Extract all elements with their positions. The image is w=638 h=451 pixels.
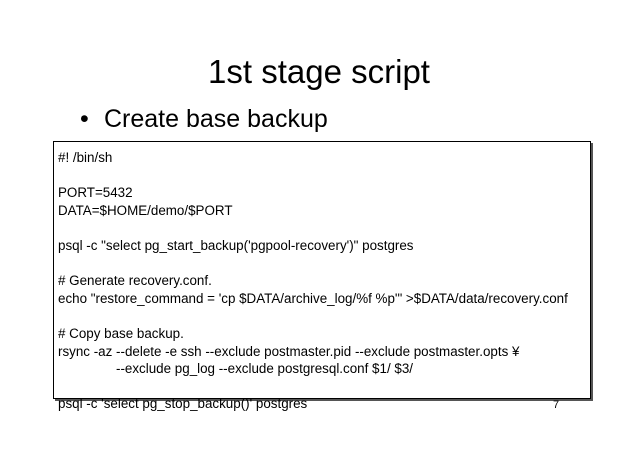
page-number: 7 <box>553 399 560 411</box>
code-block: #! /bin/sh PORT=5432 DATA=$HOME/demo/$PO… <box>53 141 591 411</box>
code-line <box>58 167 590 185</box>
bullet-icon: • <box>80 105 89 133</box>
code-line: # Generate recovery.conf. <box>58 273 212 289</box>
code-line <box>58 255 590 273</box>
code-line: psql -c 'select pg_stop_backup()' postgr… <box>58 396 308 412</box>
code-line: #! /bin/sh <box>58 150 113 165</box>
code-line: --exclude pg_log --exclude postgresql.co… <box>116 361 414 377</box>
code-line: # Copy base backup. <box>58 325 184 341</box>
code-line: PORT=5432 <box>58 185 133 201</box>
code-line: psql -c "select pg_start_backup('pgpool-… <box>58 237 414 253</box>
code-line <box>58 219 590 237</box>
code-line <box>58 378 590 396</box>
code-line <box>58 307 590 325</box>
bullet-text: Create base backup <box>104 105 328 133</box>
slide-title: 1st stage script <box>208 53 430 90</box>
code-line: echo "restore_command = 'cp $DATA/archiv… <box>58 290 568 306</box>
bullet-item: • Create base backup <box>80 104 328 134</box>
code-line: DATA=$HOME/demo/$PORT <box>58 202 233 218</box>
code-line: rsync -az --delete -e ssh --exclude post… <box>58 343 520 359</box>
